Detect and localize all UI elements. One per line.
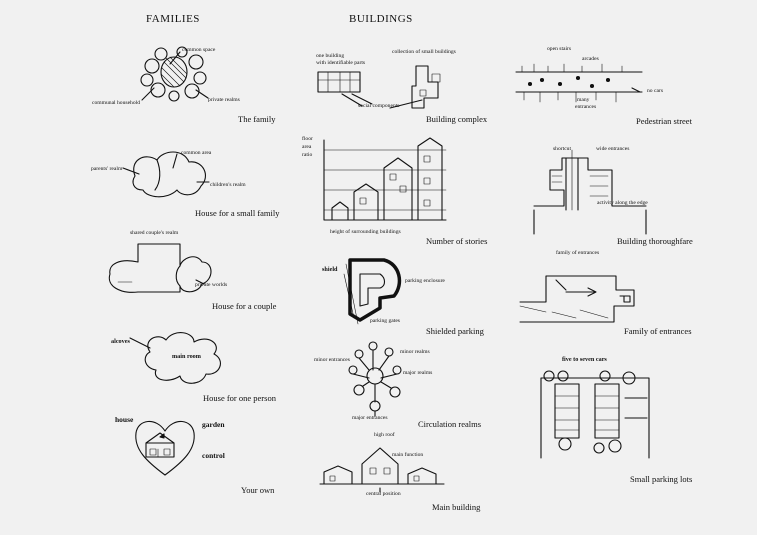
major-entrances-label: major entrances [352,415,388,421]
activity-edge-label: activity along the edge [597,200,648,206]
building-thoroughfare-caption: Building thoroughfare [617,236,693,246]
minor-entrances-label: minor entrances [314,357,350,363]
no-cars-label: no cars [647,88,663,94]
pedestrian-street-sketch [515,63,643,103]
entrances-label: entrances [575,104,597,110]
many-label: many [577,97,590,103]
communal-household-label: communal household [92,100,141,106]
high-roof-label: high roof [374,432,395,438]
family-caption: The family [238,114,276,124]
social-components-label: social components [358,103,400,109]
small-family-sketch [122,151,210,198]
couple-sketch [108,243,212,293]
identifiable-parts-label: with identifiable parts [316,60,366,66]
family-sketch [140,46,209,102]
family-of-entrances-label: family of entrances [556,250,600,256]
one-person-sketch [129,332,221,384]
common-area-label: common area [181,150,212,156]
central-position-label: central position [366,491,401,497]
stories-chart-sketch [323,137,447,221]
small-parking-lots-caption: Small parking lots [630,474,693,484]
private-worlds-label: private worlds [195,282,228,288]
stories-caption: Number of stories [426,236,488,246]
shielded-parking-caption: Shielded parking [426,326,484,336]
stories-xlabel: height of surrounding buildings [330,229,401,235]
parking-enclosure-label: parking enclosure [405,278,445,284]
one-building-label: one building [316,53,345,59]
shield-label: shield [322,266,338,273]
circulation-realms-sketch [348,341,402,417]
couple-caption: House for a couple [212,301,277,311]
parking-gates-label: parking gates [370,318,400,324]
floor-label: floor [302,136,313,142]
your-own-caption: Your own [241,485,275,495]
family-of-entrances-sketch [519,275,635,323]
your-own-sketch [135,420,195,476]
major-realms-label: major realms [403,370,433,376]
open-stairs-label: open stairs [547,46,572,52]
circulation-realms-caption: Circulation realms [418,419,482,429]
small-family-caption: House for a small family [195,208,280,218]
private-realms-label: private realms [208,97,240,103]
area-label: area [302,144,312,150]
collection-label: collection of small buildings [392,49,456,55]
building-complex-caption: Building complex [426,114,488,124]
shortcut-label: shortcut [553,146,572,152]
garden-label: garden [202,420,225,429]
ratio-label: ratio [302,152,313,158]
shared-realm-label: shared couple's realm [130,230,179,236]
main-building-caption: Main building [432,502,481,512]
main-room-label: main room [172,353,201,360]
pedestrian-street-caption: Pedestrian street [636,116,692,126]
alcoves-label: alcoves [111,338,130,345]
building-thoroughfare-sketch [533,149,647,235]
childrens-realm-label: children's realm [210,182,246,188]
common-space-label: common space [182,47,216,53]
parents-realm-label: parents' realm [91,166,123,172]
family-of-entrances-caption: Family of entrances [624,326,692,336]
shielded-parking-sketch [343,258,402,325]
arcades-label: arcades [582,56,599,62]
minor-realms-label: minor realms [400,349,430,355]
wide-entrances-label: wide entrances [596,146,630,152]
five-to-seven-cars-label: five to seven cars [562,356,607,363]
buildings-heading: BUILDINGS [349,13,413,25]
main-building-sketch [319,447,445,493]
house-label: house [115,415,134,424]
one-person-caption: House for one person [203,393,276,403]
control-label: control [202,451,225,460]
building-complex-sketch [317,65,441,109]
small-parking-lots-sketch [540,370,650,459]
families-heading: FAMILIES [146,13,200,25]
main-function-label: main function [392,452,424,458]
